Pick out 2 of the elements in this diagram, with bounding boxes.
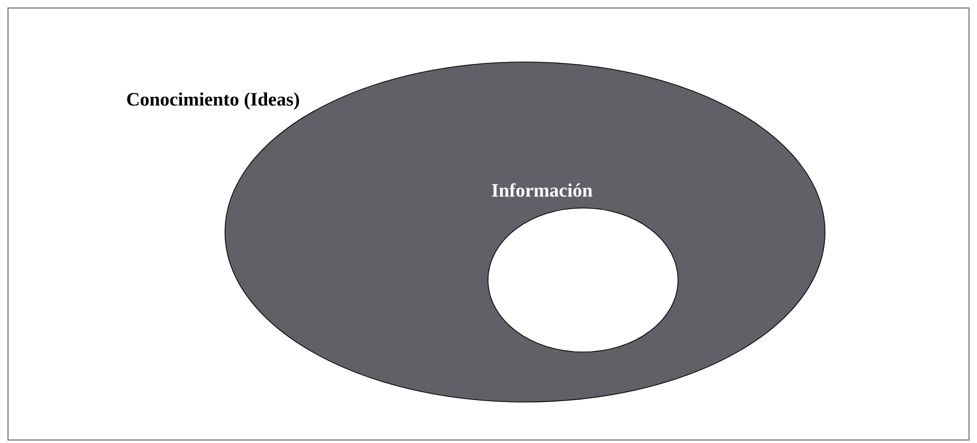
region-label: Conocimiento (Ideas) xyxy=(127,92,299,110)
region-label: Información xyxy=(492,183,592,197)
